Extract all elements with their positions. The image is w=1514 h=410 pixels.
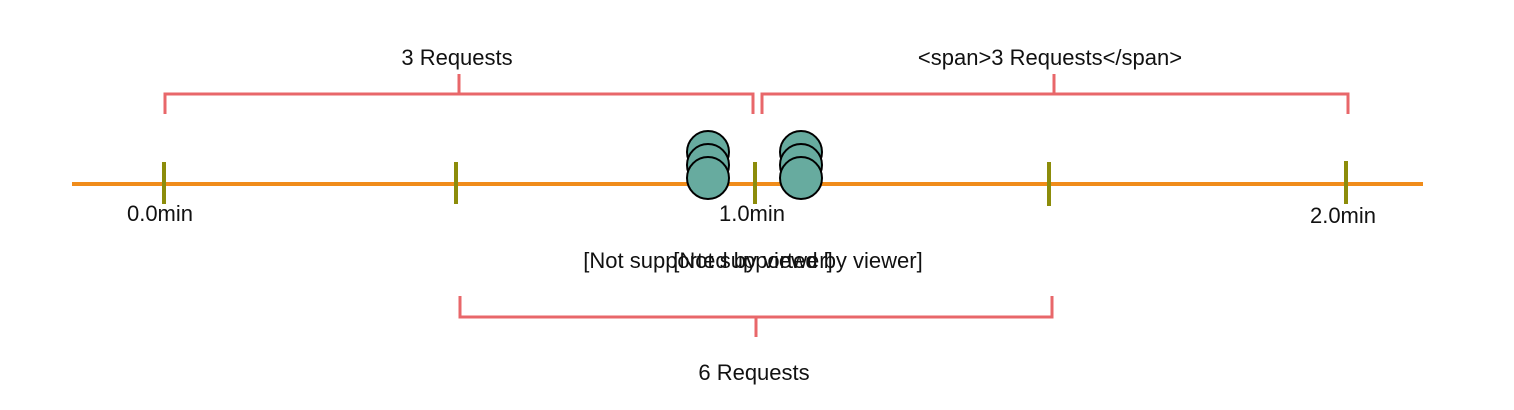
bottom-bracket-label: 6 Requests: [698, 360, 809, 385]
tick-label-0min: 0.0min: [127, 201, 193, 226]
request-circle: [779, 156, 823, 200]
top-right-bracket: [760, 74, 1350, 114]
unsupported-label-2: [Not supported by viewer]: [673, 248, 922, 273]
top-right-bracket-label: <span>3 Requests</span>: [918, 45, 1182, 70]
request-circle: [686, 156, 730, 200]
request-stack-left: [686, 130, 730, 200]
top-left-bracket-label: 3 Requests: [401, 45, 512, 70]
tick-label-2min: 2.0min: [1310, 203, 1376, 228]
timeline-ticks: [162, 161, 1348, 206]
tick-label-1min: 1.0min: [719, 201, 785, 226]
request-stack-right: [779, 130, 823, 200]
unsupported-label-1: [Not supported by viewer]: [583, 248, 832, 273]
top-left-bracket: [163, 74, 755, 114]
bottom-bracket: [458, 296, 1054, 337]
